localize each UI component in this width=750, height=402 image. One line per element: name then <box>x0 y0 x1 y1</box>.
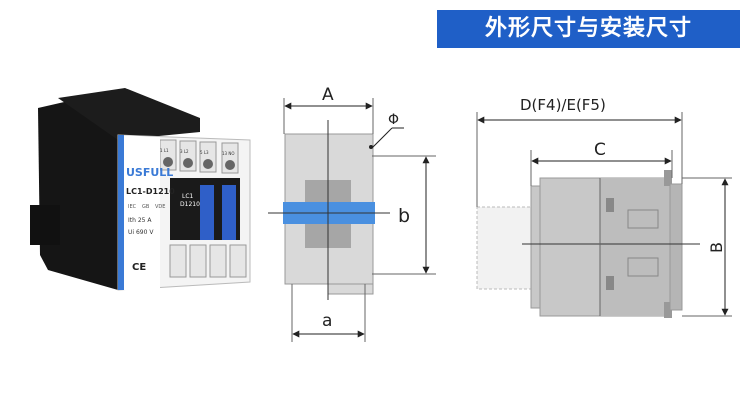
dim-label-C: C <box>594 140 606 160</box>
dim-label-phi: Φ <box>388 112 399 128</box>
title-banner: 外形尺寸与安装尺寸 <box>437 10 740 48</box>
page-title: 外形尺寸与安装尺寸 <box>484 16 692 41</box>
dim-label-A: A <box>322 85 334 105</box>
dim-label-b: b <box>398 205 410 227</box>
side-view-drawing: D(F4)/E(F5) C B <box>476 96 732 318</box>
model-label: LC1-D1210 <box>126 187 175 196</box>
spec-ui: Ui 690 V <box>128 229 154 236</box>
standard-gb: GB <box>142 204 150 210</box>
terminal-no: 13 NO <box>222 151 235 156</box>
brand-label: USFULL <box>126 166 173 179</box>
terminal-l1: 1 L1 <box>160 148 169 153</box>
bottom-terminals <box>169 244 247 278</box>
dim-label-B: B <box>707 242 726 253</box>
top-terminals <box>159 139 239 174</box>
terminal-l2: 3 L2 <box>180 149 189 154</box>
front-model-1: LC1 <box>182 193 194 200</box>
standard-iec: IEC <box>128 204 137 210</box>
dim-label-a: a <box>322 311 332 331</box>
spec-ith: Ith 25 A <box>128 217 152 224</box>
front-view-drawing: A Φ b a <box>268 85 436 342</box>
ce-mark: CE <box>132 262 146 273</box>
contactor-photo: USFULL LC1-D1210 LC1 D1210 Ith 25 A Ui 6… <box>30 88 251 291</box>
dim-label-D: D(F4)/E(F5) <box>520 96 606 114</box>
terminal-l3: 5 L3 <box>200 150 209 155</box>
front-model-2: D1210 <box>180 201 200 208</box>
standard-vde: VDE <box>155 204 165 210</box>
